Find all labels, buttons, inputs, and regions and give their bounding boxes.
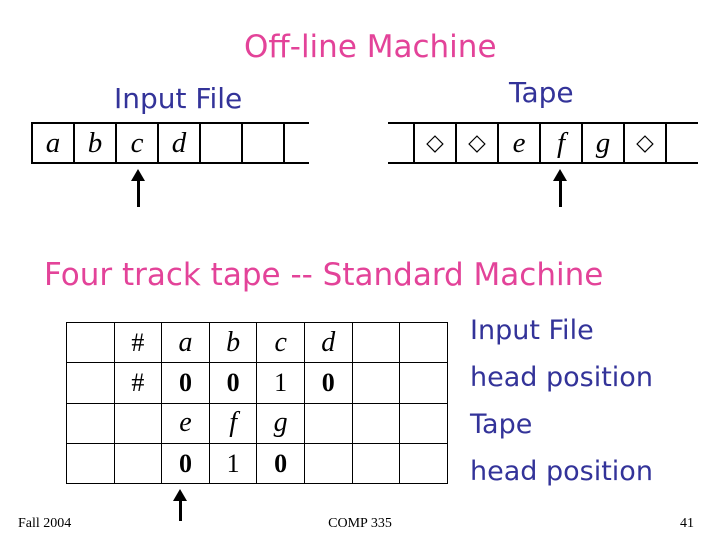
table-cell: 0	[303, 362, 353, 404]
arrow-shaft	[178, 501, 182, 521]
footer-semester: Fall 2004	[18, 516, 72, 531]
tape-cell: e	[497, 124, 539, 162]
section-heading: Four track tape -- Standard Machine	[44, 257, 604, 293]
table-cell	[351, 321, 401, 364]
table-cell	[351, 402, 401, 444]
arrow-head-icon	[553, 169, 567, 181]
table-cell: 0	[161, 442, 210, 485]
table-cell	[399, 442, 448, 485]
tape-cell: g	[581, 124, 623, 162]
table-cell	[399, 402, 448, 444]
tape-head-arrow-icon	[553, 169, 567, 207]
tape-cell: ◇	[455, 124, 497, 162]
table-cell	[303, 402, 353, 444]
table-cell	[351, 442, 401, 485]
table-cell	[66, 402, 115, 444]
table-cell	[66, 321, 115, 364]
table-cell: f	[208, 402, 258, 444]
table-cell: 1	[208, 442, 258, 485]
tape-cell	[388, 124, 413, 162]
table-cell: #	[113, 321, 163, 364]
table-cell	[351, 362, 401, 404]
table-cell: 0	[161, 362, 210, 404]
footer-course: COMP 335	[328, 516, 392, 531]
tape-cell	[665, 124, 698, 162]
table-cell	[399, 362, 448, 404]
tape-cell: ◇	[623, 124, 665, 162]
table-cell: a	[161, 321, 210, 364]
table-cell: c	[256, 321, 305, 364]
tape-label: Tape	[509, 76, 574, 109]
table-cell: 0	[256, 442, 305, 485]
tape-cell	[199, 124, 241, 162]
tape-cell: d	[157, 124, 199, 162]
track-label-tape: Tape	[470, 409, 533, 440]
tape-cell	[241, 124, 283, 162]
arrow-shaft	[136, 181, 140, 207]
track-labels: Input File head position Tape head posit…	[470, 307, 653, 495]
table-cell	[399, 321, 448, 364]
arrow-shaft	[558, 181, 562, 207]
tape-cell: b	[73, 124, 115, 162]
table-cell	[66, 442, 115, 485]
page-number: 41	[680, 516, 694, 531]
tape-cell: a	[31, 124, 73, 162]
table-cell: b	[208, 321, 258, 364]
table-cell: e	[161, 402, 210, 444]
table-cell	[66, 362, 115, 404]
arrow-head-icon	[131, 169, 145, 181]
tape-cell: f	[539, 124, 581, 162]
track-label-tape-head-position: head position	[470, 456, 653, 487]
table-cell: 1	[256, 362, 305, 404]
tape-cell	[283, 124, 309, 162]
arrow-head-icon	[173, 489, 187, 501]
input-file-head-arrow-icon	[131, 169, 145, 207]
tape-cell: ◇	[413, 124, 455, 162]
slide-title: Off-line Machine	[244, 29, 497, 65]
table-cell: d	[303, 321, 353, 364]
track-label-input-head-position: head position	[470, 362, 653, 393]
track-label-input-file: Input File	[470, 315, 594, 346]
table-cell	[113, 442, 163, 485]
table-cell: g	[256, 402, 305, 444]
table-cell: #	[113, 362, 163, 404]
table-cell	[113, 402, 163, 444]
table-cell: 0	[208, 362, 258, 404]
input-file-label: Input File	[114, 82, 243, 115]
table-cell	[303, 442, 353, 485]
table-head-arrow-icon	[173, 489, 187, 521]
tape-cell: c	[115, 124, 157, 162]
